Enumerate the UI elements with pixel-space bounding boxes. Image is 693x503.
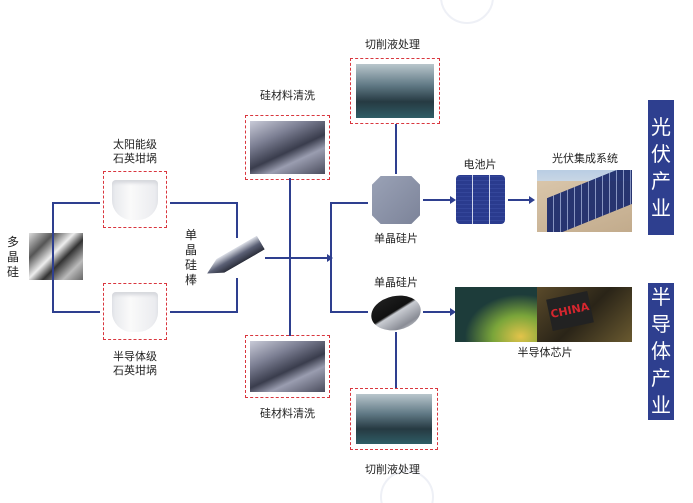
connector-line: [236, 202, 238, 238]
connector-line: [395, 124, 397, 174]
semi-wafer-image: [368, 291, 424, 335]
factory-image: [356, 64, 434, 118]
connector-line: [52, 202, 54, 313]
semi-chip-label: 半导体芯片: [517, 346, 573, 359]
connector-line: [52, 311, 100, 313]
arrow-icon: [529, 196, 535, 204]
connector-line: [395, 332, 397, 388]
pv-system-image: [537, 170, 632, 232]
label-line: 石英坩埚: [113, 364, 157, 377]
connector-line: [330, 311, 368, 313]
pv-wafer-label: 单晶硅片: [374, 232, 418, 245]
pv-industry-badge: 光伏产业: [648, 100, 674, 235]
poly-silicon-label: 多晶硅: [6, 235, 19, 279]
silicon-material-image: [250, 341, 325, 392]
cutting-fluid-bottom-label: 切削液处理: [365, 463, 420, 476]
semi-industry-badge: 半导体产业: [648, 283, 674, 420]
connector-line: [265, 257, 328, 259]
wafer-photo: [455, 287, 537, 342]
solar-panels: [547, 170, 632, 232]
ingot-image: [203, 236, 265, 281]
crucible-image: [112, 180, 158, 220]
connector-line: [330, 202, 332, 313]
connector-line: [52, 202, 100, 204]
arrow-icon: [450, 308, 456, 316]
pv-wafer-image: [372, 176, 420, 224]
label-line: 石英坩埚: [113, 152, 157, 165]
connector-line: [423, 311, 451, 313]
connector-line: [170, 202, 238, 204]
cleaning-top-box: [245, 115, 330, 180]
cleaning-bottom-box: [245, 335, 330, 398]
factory-image: [356, 394, 432, 444]
busbar: [472, 175, 473, 224]
connector-line: [330, 202, 368, 204]
crucible-image: [112, 292, 158, 332]
semi-crucible-box: [103, 283, 167, 340]
label-line: 半导体级: [113, 350, 157, 363]
arrow-icon: [450, 196, 456, 204]
chip-photo: CHINA: [537, 287, 632, 342]
poly-silicon-image: [29, 233, 83, 280]
cleaning-bottom-label: 硅材料清洗: [260, 407, 315, 420]
connector-line: [508, 199, 530, 201]
cutting-fluid-top-box: [350, 58, 440, 124]
ingot-label: 单晶硅棒: [184, 228, 197, 287]
connector-line: [289, 178, 291, 336]
busbar: [489, 175, 490, 224]
cleaning-top-label: 硅材料清洗: [260, 89, 315, 102]
chip-marking: CHINA: [546, 290, 594, 332]
semi-wafer-label: 单晶硅片: [374, 276, 418, 289]
cutting-fluid-bottom-box: [350, 388, 438, 450]
watermark-circle: [440, 0, 494, 24]
solar-cell-image: [456, 175, 505, 224]
semi-crucible-label: 半导体级石英坩埚: [100, 350, 170, 378]
semi-chip-image: CHINA: [455, 287, 632, 342]
connector-line: [423, 199, 451, 201]
solar-cell-label: 电池片: [463, 158, 497, 171]
cutting-fluid-top-label: 切削液处理: [365, 38, 420, 51]
pv-system-label: 光伏集成系统: [552, 152, 618, 165]
connector-line: [170, 311, 238, 313]
connector-line: [236, 278, 238, 313]
silicon-material-image: [250, 121, 325, 174]
label-line: 太阳能级: [113, 138, 157, 151]
solar-crucible-label: 太阳能级石英坩埚: [100, 138, 170, 166]
solar-crucible-box: [103, 171, 167, 228]
